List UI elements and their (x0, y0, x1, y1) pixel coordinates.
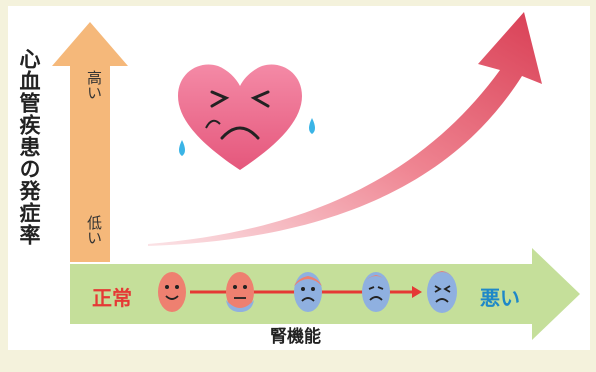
rising-risk-arrow (148, 12, 542, 246)
horizontal-axis-arrow (70, 248, 580, 340)
x-start-label: 正常 (92, 286, 132, 310)
kidney-sad-icon (226, 272, 254, 312)
y-high-label: 高い (85, 70, 103, 100)
crying-heart-icon (178, 64, 315, 170)
kidney-progress-arrowhead (412, 286, 422, 298)
x-axis-title: 腎機能 (270, 327, 321, 347)
y-axis-title: 心血管疾患の発症率 (17, 48, 41, 246)
kidney-sad-icon (294, 272, 322, 312)
kidney-sad-icon (362, 272, 390, 312)
kidney-happy-icon (158, 272, 186, 312)
y-low-label: 低い (85, 215, 103, 245)
kidney-sad-icon (427, 271, 457, 313)
vertical-axis-arrow (52, 22, 128, 262)
x-end-label: 悪い (480, 286, 520, 310)
